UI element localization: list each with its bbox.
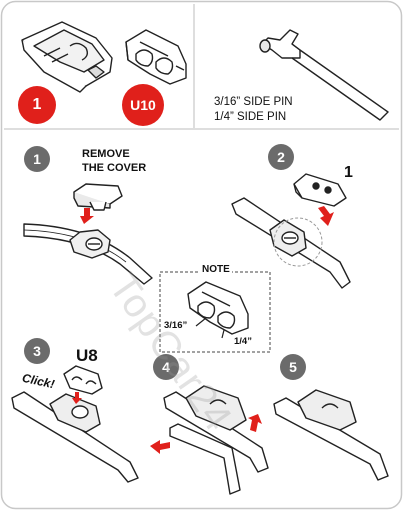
step-4-badge: 4 — [153, 354, 179, 380]
step5-wiper-arm — [273, 389, 389, 481]
step3-adapter-drawing — [63, 365, 103, 395]
step2-wiper-arm — [231, 197, 351, 289]
adapter-u10-drawing — [125, 29, 187, 85]
step1-wiper-arm — [23, 223, 153, 285]
step1-up-arrow — [80, 208, 94, 224]
step-5-badge: 5 — [280, 354, 306, 380]
step4-wiper-arm — [163, 385, 269, 473]
step1-cover-drawing — [73, 183, 123, 211]
step3-adapter-label: U8 — [76, 346, 98, 365]
side-pin-arm-drawing — [259, 29, 389, 121]
step-3-badge: 3 — [24, 338, 50, 364]
step1-instruction-line1: REMOVE — [82, 148, 130, 160]
adapter-1-drawing — [21, 21, 113, 93]
step2-callout-number: 1 — [344, 164, 353, 181]
note-adapter-drawing — [187, 281, 249, 335]
side-pin-label-316: 3/16” SIDE PIN — [214, 96, 293, 108]
note-arrows — [195, 317, 225, 339]
step2-adapter-drawing — [293, 173, 347, 207]
note-title: NOTE — [200, 264, 232, 275]
step1-instruction-line2: THE COVER — [82, 162, 147, 174]
step-2-badge: 2 — [268, 144, 294, 170]
side-pin-label-14: 1/4” SIDE PIN — [214, 111, 287, 123]
note-label-316: 3/16” — [164, 320, 188, 331]
adapter-1-badge: 1 — [18, 86, 56, 124]
step4-arrows — [150, 414, 262, 454]
step-1-badge: 1 — [24, 146, 50, 172]
step2-detail-circle — [273, 217, 323, 267]
step3-wiper-arm — [11, 391, 139, 483]
note-label-14: 1/4” — [234, 336, 252, 347]
step3-down-arrow — [72, 392, 82, 404]
adapter-u10-badge: U10 — [122, 84, 164, 126]
step4-blade — [169, 423, 241, 495]
step2-down-arrow — [318, 206, 334, 226]
